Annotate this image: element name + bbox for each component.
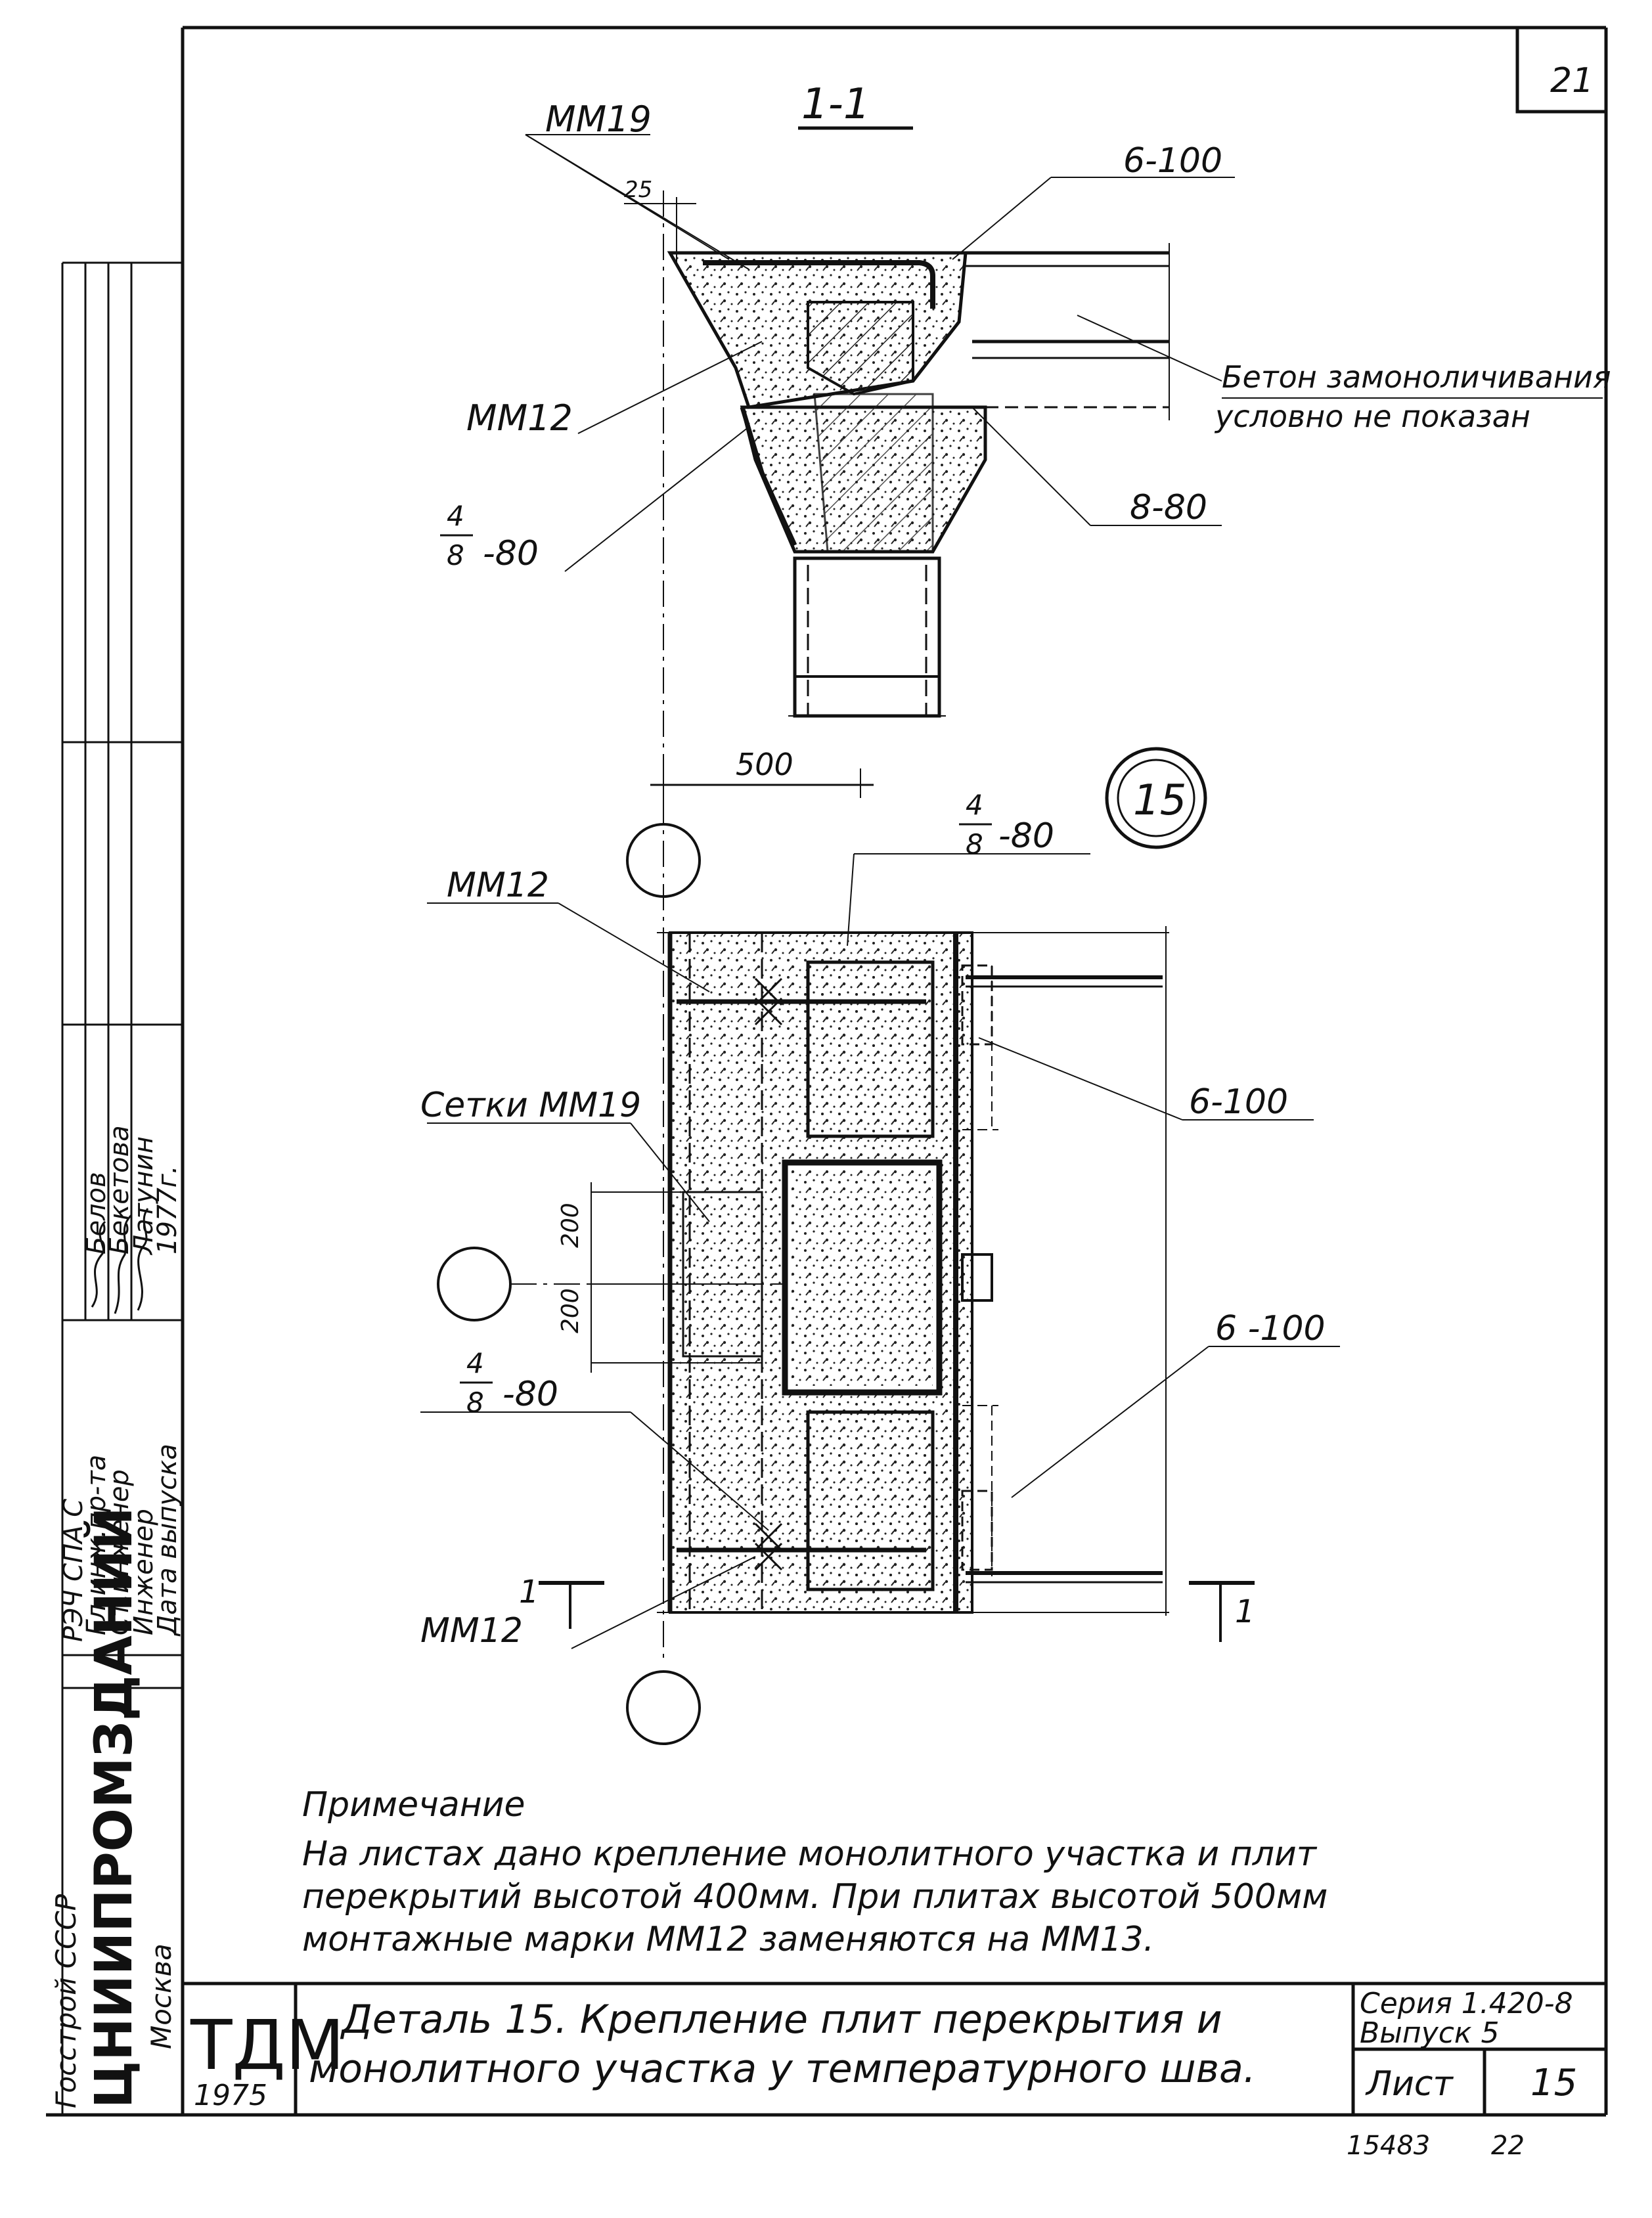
title-line-2: монолитного участка у температурного шва… (309, 2046, 1256, 2092)
stamp-org-city: Москва (145, 1943, 177, 2049)
label-mm19-top: ММ19 (545, 99, 652, 140)
detail-number: 15 (1133, 776, 1186, 825)
footer-page: 22 (1491, 2131, 1525, 2161)
label-dim-25: 25 (624, 177, 652, 203)
section-1-1-drawing (525, 134, 1603, 1662)
svg-text:-80: -80 (502, 1375, 558, 1414)
label-plan-6-100-b: 6 -100 (1215, 1309, 1326, 1348)
stamp-role-4: Дата выпуска (152, 1444, 183, 1637)
svg-text:4: 4 (447, 500, 464, 532)
concrete-note-line2: условно не показан (1214, 399, 1530, 434)
detail-marker-circle (1105, 747, 1207, 849)
stamp-name-2: Бекетова (104, 1125, 135, 1254)
label-plan-4-8-80: 4 8 -80 (959, 789, 1054, 860)
title-year: 1975 (194, 2079, 267, 2112)
section-mark-right: 1 (1235, 1593, 1255, 1630)
svg-text:4: 4 (466, 1347, 484, 1379)
label-plan-4-8-80-b: 4 8 -80 (460, 1347, 558, 1419)
svg-text:8: 8 (466, 1386, 484, 1419)
dimension-500 (650, 768, 874, 798)
svg-text:8: 8 (966, 828, 983, 860)
stamp-name-4: 1977г. (152, 1165, 183, 1254)
title-line-1: Деталь 15. Крепление плит перекрытия и (340, 1997, 1222, 2043)
section-mark-left: 1 (519, 1574, 539, 1610)
stamp-partial-top: РЭЧ СПА С (58, 1499, 89, 1642)
axis-bubble-top (626, 823, 701, 898)
note-line-3: монтажные марки ММ12 заменяются на ММ13. (302, 1920, 1154, 1959)
svg-text:-80: -80 (483, 534, 539, 573)
label-6-100-top: 6-100 (1123, 141, 1222, 181)
note-heading: Примечание (302, 1785, 525, 1825)
label-plan-mm12-bottom: ММ12 (420, 1611, 523, 1651)
note-line-1: На листах дано крепление монолитного уча… (302, 1834, 1318, 1874)
title-issue: Выпуск 5 (1360, 2016, 1499, 2050)
title-series: Серия 1.420-8 (1360, 1987, 1573, 2020)
label-dim-200-a: 200 (557, 1203, 584, 1248)
label-plan-setki: Сетки ММ19 (420, 1086, 641, 1125)
title-block (183, 1982, 1606, 2115)
footer-code: 15483 (1347, 2131, 1430, 2161)
label-8-80: 8-80 (1130, 488, 1207, 527)
title-sheet-label: Лист (1365, 2064, 1454, 2104)
svg-text:4: 4 (966, 789, 983, 821)
side-stamp (61, 261, 183, 2115)
stamp-role-2: Ст.инженер (104, 1469, 135, 1635)
label-plan-mm12-top: ММ12 (447, 866, 549, 905)
label-dim-200-b: 200 (557, 1288, 584, 1333)
svg-text:-80: -80 (998, 816, 1054, 856)
stamp-org-name: ЦНИИПРОМЗДАНИЙ (83, 1507, 144, 2108)
stamp-role-3: Инженер (129, 1509, 159, 1635)
label-plan-6-100-a: 6-100 (1189, 1082, 1288, 1122)
title-logo: ТДМ (190, 2005, 345, 2085)
label-dim-500: 500 (736, 747, 793, 782)
plan-drawing (420, 853, 1340, 1649)
axis-bubble-bottom (626, 1670, 701, 1745)
axis-bubble-middle (437, 1247, 512, 1321)
label-4-8-80-top: 4 8 -80 (440, 500, 539, 573)
title-sheet-number: 15 (1530, 2062, 1577, 2104)
section-title: 1-1 (801, 80, 870, 129)
label-mm12-left: ММ12 (466, 397, 573, 439)
sheet-frame (46, 26, 1608, 2117)
stamp-role-1: Гл.инж.пр-та (81, 1455, 112, 1635)
sheet-corner-number: 21 (1550, 61, 1594, 100)
stamp-org-top: Госстрой СССР (50, 1894, 82, 2108)
note-line-2: перекрытий высотой 400мм. При плитах выс… (302, 1877, 1328, 1917)
signatures (91, 1208, 149, 1314)
concrete-note-line1: Бетон замоноличивания (1222, 359, 1611, 395)
svg-text:8: 8 (447, 539, 464, 571)
stamp-name-3: Латунин (129, 1136, 159, 1256)
stamp-name-1: Белов (81, 1172, 112, 1254)
